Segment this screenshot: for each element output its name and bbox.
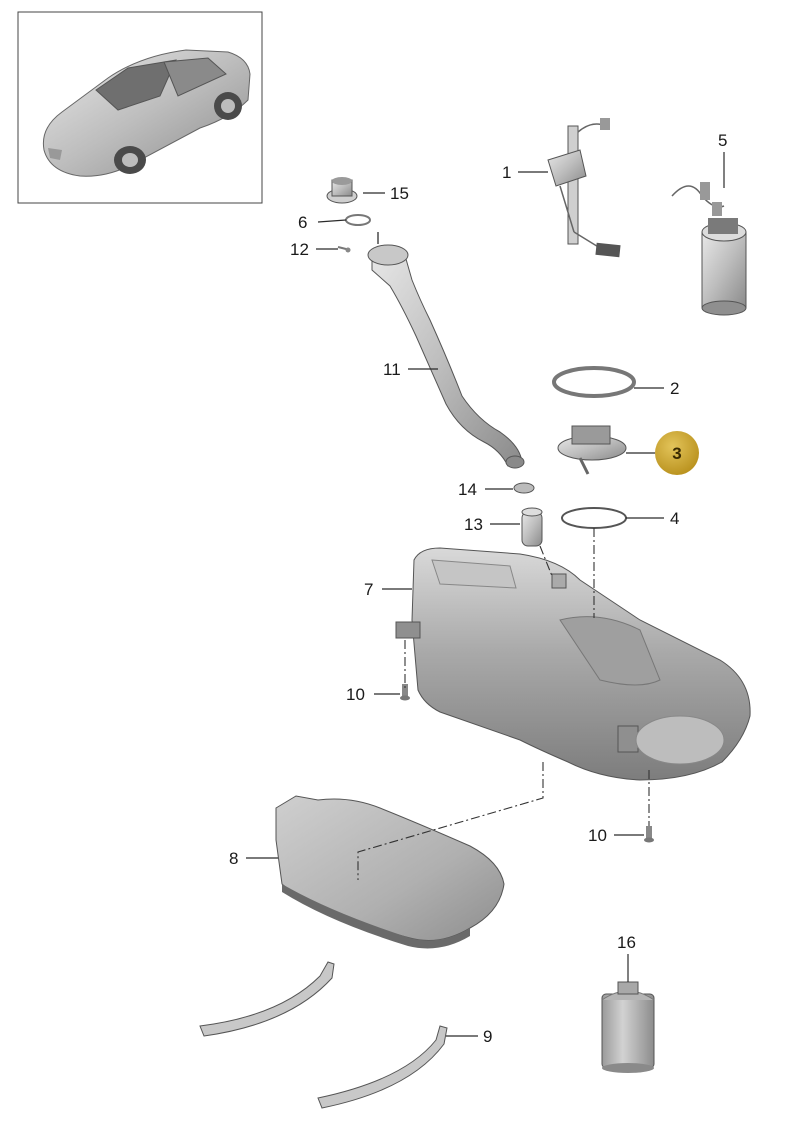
part-7-fuel-tank	[395, 547, 751, 781]
sports-car-icon	[42, 49, 251, 177]
callout-13[interactable]: 13	[464, 515, 483, 534]
part-12-screw	[337, 246, 351, 253]
part-3-flange	[557, 425, 627, 475]
callout-3[interactable]: 3	[672, 444, 681, 463]
part-8-heat-shield	[275, 795, 505, 949]
vehicle-thumbnail	[17, 11, 263, 204]
part-16-bottle	[601, 981, 655, 1073]
part-11-filler-neck	[367, 232, 525, 469]
assembly-lines	[357, 528, 650, 880]
callout-5[interactable]: 5	[718, 131, 727, 150]
part-10-bolt-right	[644, 826, 654, 843]
part-2-gasket-ring	[552, 366, 636, 398]
part-13-hose-connector	[521, 507, 543, 547]
part-10-bolt-left	[400, 684, 410, 701]
part-4-seal-ring	[561, 507, 627, 529]
callout-labels: 15 6 12 11 1 5 2 3 4 14 13 7 10 10 8 9 1…	[229, 131, 727, 1046]
callout-10-right[interactable]: 10	[588, 826, 607, 845]
callout-1[interactable]: 1	[502, 163, 511, 182]
callout-2[interactable]: 2	[670, 379, 679, 398]
part-15-filler-cap	[326, 177, 358, 204]
callout-6[interactable]: 6	[298, 213, 307, 232]
callout-14[interactable]: 14	[458, 480, 477, 499]
callout-4[interactable]: 4	[670, 509, 679, 528]
callout-10-left[interactable]: 10	[346, 685, 365, 704]
callout-7[interactable]: 7	[364, 580, 373, 599]
callout-8[interactable]: 8	[229, 849, 238, 868]
callout-16[interactable]: 16	[617, 933, 636, 952]
leader-lines	[246, 152, 725, 1037]
part-9-strap-upper	[199, 961, 335, 1037]
part-14-hose-clamp	[513, 482, 535, 494]
callout-3-badge[interactable]	[655, 431, 699, 475]
callout-15[interactable]: 15	[390, 184, 409, 203]
callout-11[interactable]: 11	[383, 360, 401, 379]
part-1-fuel-level-sender	[547, 118, 621, 258]
part-9-strap-lower	[317, 1025, 448, 1109]
part-5-fuel-pump	[671, 182, 747, 316]
callout-9[interactable]: 9	[483, 1027, 492, 1046]
part-6-seal-ring	[345, 214, 371, 226]
callout-12[interactable]: 12	[290, 240, 309, 259]
